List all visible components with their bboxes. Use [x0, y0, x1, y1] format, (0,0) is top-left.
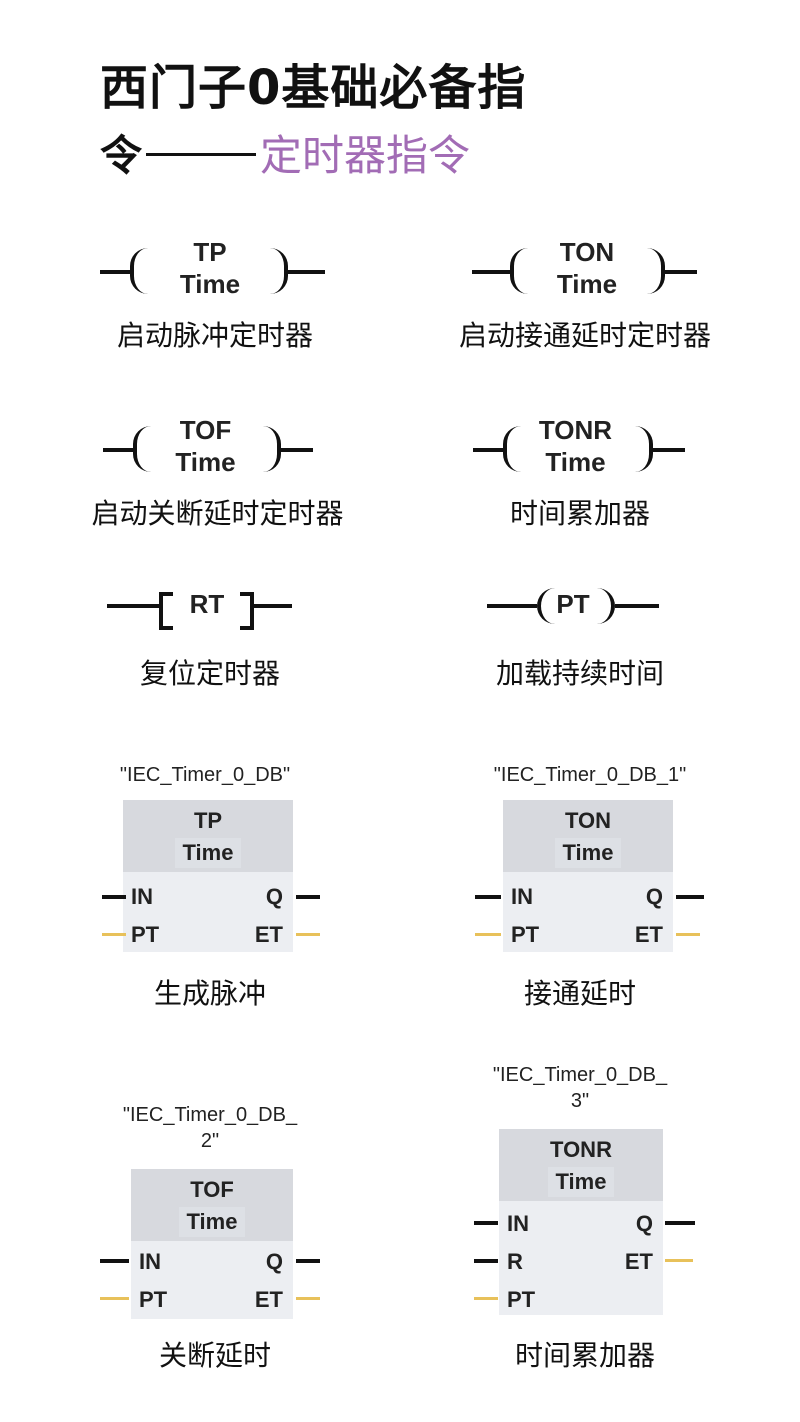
instance-db-name: "IEC_Timer_0_DB_ 2"	[122, 1104, 298, 1152]
wire-q	[296, 895, 320, 899]
wire-pt	[475, 933, 501, 936]
block-header: TONR Time	[499, 1129, 663, 1201]
wire-right	[288, 270, 325, 274]
wire-et	[296, 933, 320, 936]
function-block-ton: TON Time IN PT Q ET	[503, 800, 673, 952]
wire-in	[475, 895, 501, 899]
coil-caption: 启动接通延时定时器	[458, 319, 711, 352]
wire-left	[107, 604, 159, 608]
coil-caption: 时间累加器	[509, 497, 650, 530]
wire-pt	[102, 933, 126, 936]
wire-right	[254, 604, 292, 608]
coil-label: PT	[556, 589, 590, 619]
pin-q: Q	[645, 884, 663, 909]
pin-pt: PT	[507, 1287, 536, 1312]
page-title: 西门子0基础必备指	[100, 60, 527, 116]
wire-left	[487, 604, 537, 608]
coil-caption: 启动关断延时定时器	[91, 497, 344, 530]
wire-in	[100, 1259, 129, 1263]
paren-left-icon	[133, 426, 151, 472]
pin-q: Q	[265, 884, 283, 909]
wire-left	[473, 448, 503, 452]
wire-et	[665, 1259, 693, 1262]
wire-left	[472, 270, 510, 274]
block-header: TON Time	[503, 800, 673, 872]
pin-et: ET	[634, 922, 663, 947]
paren-left-icon	[503, 426, 521, 472]
pin-pt: PT	[131, 922, 160, 947]
wire-et	[676, 933, 700, 936]
pin-in: IN	[507, 1211, 529, 1236]
coil-pt: PT	[487, 580, 659, 640]
pin-in: IN	[131, 884, 153, 909]
coil-caption: 加载持续时间	[495, 657, 664, 690]
wire-right	[653, 448, 685, 452]
instance-db-name: "IEC_Timer_0_DB_1"	[493, 764, 687, 786]
wire-left	[100, 270, 130, 274]
coil-caption: 复位定时器	[139, 657, 280, 690]
title-dash	[146, 153, 257, 156]
title-prefix: 令	[100, 131, 143, 180]
wire-r	[474, 1259, 498, 1263]
pin-r: R	[507, 1249, 523, 1274]
paren-left-icon	[537, 588, 555, 624]
block-caption: 时间累加器	[514, 1339, 655, 1372]
paren-right-icon	[597, 588, 615, 624]
paren-right-icon	[263, 426, 281, 472]
paren-right-icon	[270, 248, 288, 294]
function-block-tonr: TONR Time IN R PT Q ET	[499, 1129, 663, 1315]
wire-q	[296, 1259, 320, 1263]
instance-db-name: "IEC_Timer_0_DB_ 3"	[492, 1064, 668, 1112]
wire-in	[102, 895, 126, 899]
pin-pt: PT	[139, 1287, 168, 1312]
bracket-right-icon	[240, 592, 254, 630]
bracket-left-icon	[159, 592, 173, 630]
pin-in: IN	[139, 1249, 161, 1274]
instance-db-name: "IEC_Timer_0_DB"	[119, 764, 291, 786]
wire-left	[103, 448, 133, 452]
function-block-tof: TOF Time IN PT Q ET	[131, 1169, 293, 1319]
page-subtitle: 令 定时器指令	[100, 122, 470, 183]
block-caption: 关断延时	[158, 1339, 271, 1372]
wire-right	[665, 270, 697, 274]
paren-right-icon	[635, 426, 653, 472]
function-block-tp: TP Time IN PT Q ET	[123, 800, 293, 952]
wire-et	[296, 1297, 320, 1300]
paren-right-icon	[647, 248, 665, 294]
wire-pt	[100, 1297, 129, 1300]
title-accent: 定时器指令	[260, 131, 471, 180]
pin-et: ET	[254, 922, 283, 947]
wire-q	[676, 895, 704, 899]
coil-caption: 启动脉冲定时器	[116, 319, 313, 352]
pin-pt: PT	[511, 922, 540, 947]
paren-left-icon	[510, 248, 528, 294]
wire-right	[281, 448, 313, 452]
block-header: TP Time	[123, 800, 293, 872]
pin-in: IN	[511, 884, 533, 909]
wire-q	[665, 1221, 695, 1225]
pin-q: Q	[635, 1211, 653, 1236]
paren-left-icon	[130, 248, 148, 294]
pin-et: ET	[624, 1249, 653, 1274]
block-caption: 接通延时	[523, 977, 636, 1010]
block-header: TOF Time	[131, 1169, 293, 1241]
wire-pt	[474, 1297, 498, 1300]
wire-right	[615, 604, 659, 608]
coil-rt: RT	[107, 580, 292, 640]
pin-et: ET	[254, 1287, 283, 1312]
wire-in	[474, 1221, 498, 1225]
coil-label: RT	[189, 589, 225, 619]
pin-q: Q	[265, 1249, 283, 1274]
block-caption: 生成脉冲	[153, 977, 266, 1010]
